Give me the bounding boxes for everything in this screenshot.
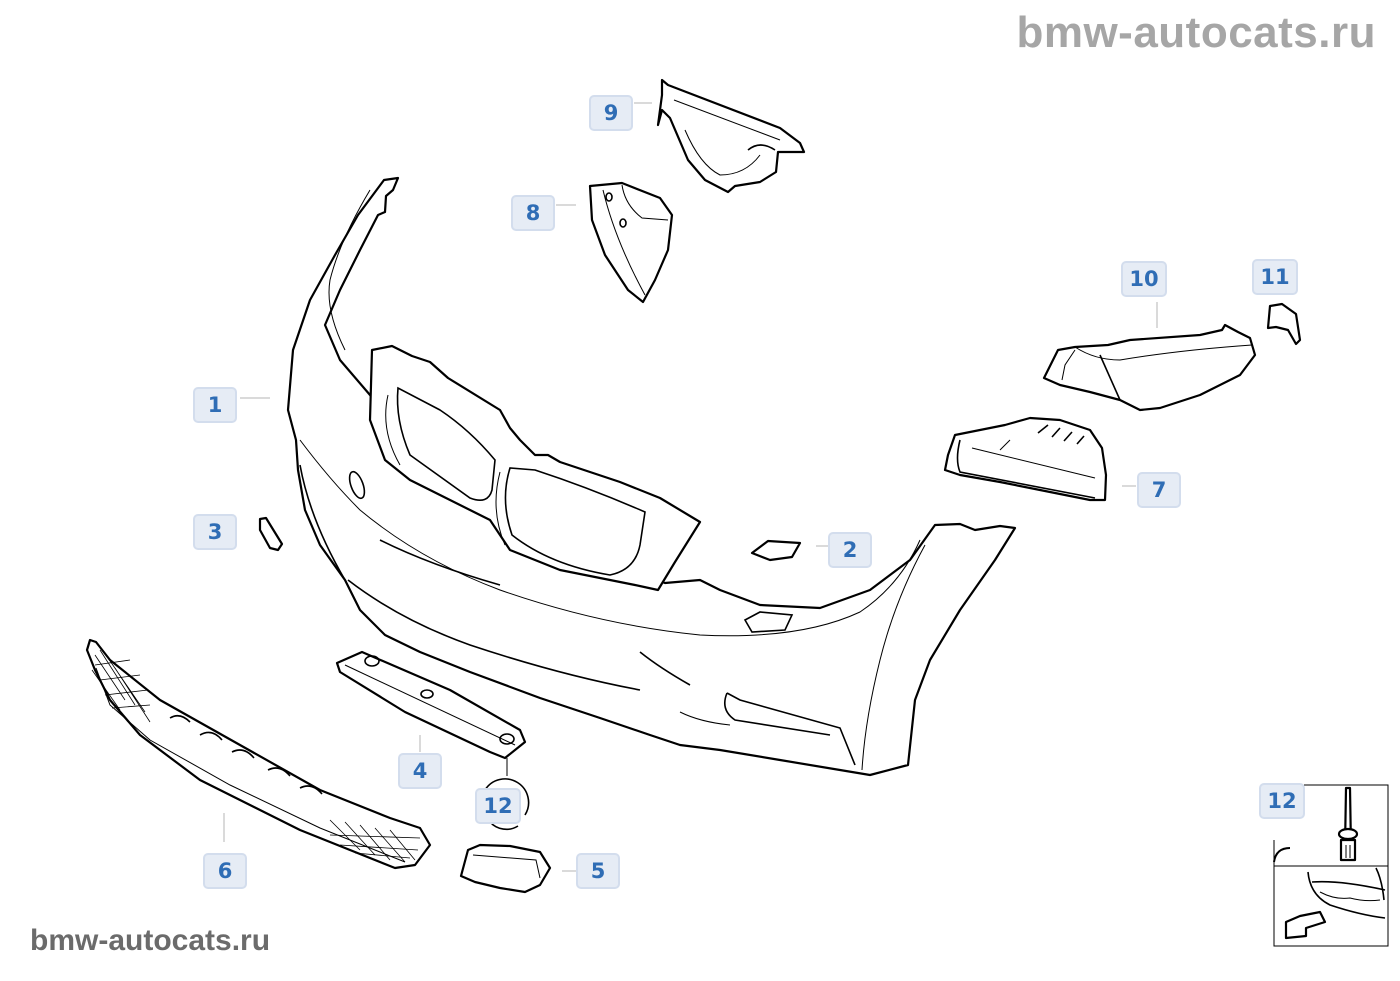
inset-panel xyxy=(1273,784,1389,947)
part-5-tow-hook-cover[interactable] xyxy=(459,843,552,894)
part-4-reinforcement-strip[interactable] xyxy=(335,650,527,760)
callout-4[interactable]: 4 xyxy=(398,753,442,789)
callout-12[interactable]: 12 xyxy=(475,788,521,824)
part-11-cover-cap[interactable] xyxy=(1266,302,1302,346)
part-1-bumper-panel[interactable] xyxy=(286,176,1017,777)
bumper-thumbnail-icon xyxy=(1307,867,1386,919)
callout-7[interactable]: 7 xyxy=(1137,472,1181,508)
callout-9[interactable]: 9 xyxy=(589,95,633,131)
callout-3[interactable]: 3 xyxy=(193,514,237,550)
callout-10[interactable]: 10 xyxy=(1121,261,1167,297)
rivet-icon xyxy=(1337,786,1359,862)
part-9-air-duct[interactable] xyxy=(656,78,806,194)
part-3-washer-cover[interactable] xyxy=(258,516,284,552)
part-2-washer-cover[interactable] xyxy=(750,539,802,562)
direction-arrow-icon xyxy=(1284,910,1327,940)
callout-12-inset[interactable]: 12 xyxy=(1259,783,1305,819)
callout-1[interactable]: 1 xyxy=(193,387,237,423)
part-7-air-duct[interactable] xyxy=(943,416,1108,502)
callout-8[interactable]: 8 xyxy=(511,195,555,231)
kidney-grille[interactable] xyxy=(368,344,702,592)
part-8-air-duct[interactable] xyxy=(588,181,674,304)
callout-2[interactable]: 2 xyxy=(828,532,872,568)
callout-6[interactable]: 6 xyxy=(203,853,247,889)
part-10-brake-duct[interactable] xyxy=(1042,323,1257,412)
part-6-lower-grille[interactable] xyxy=(85,638,432,870)
callout-11[interactable]: 11 xyxy=(1252,259,1298,295)
leader-lines xyxy=(223,102,1158,872)
watermark-bottom: bmw-autocats.ru xyxy=(30,924,271,957)
callout-5[interactable]: 5 xyxy=(576,853,620,889)
watermark-top: bmw-autocats.ru xyxy=(1016,8,1376,57)
